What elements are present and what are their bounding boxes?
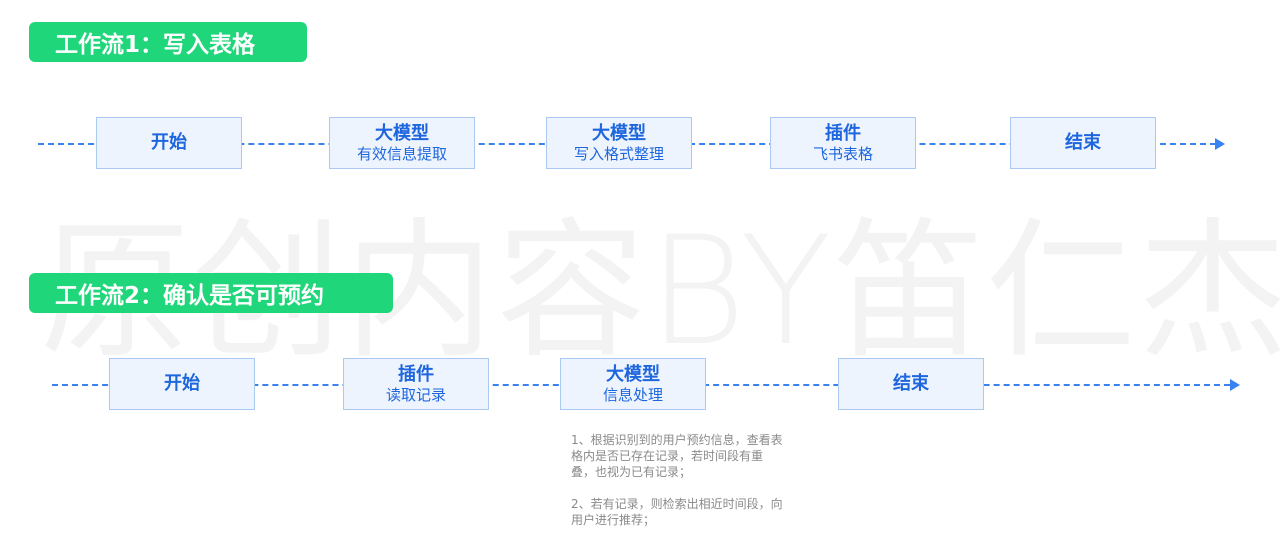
- workflow-2-title: 工作流2：确认是否可预约: [29, 273, 393, 313]
- node-label: 结束: [893, 373, 929, 394]
- node-sublabel: 有效信息提取: [356, 144, 447, 163]
- note-item: 1、根据识别到的用户预约信息，查看表格内是否已存在记录，若时间段有重叠，也视为已…: [571, 433, 783, 479]
- workflow-1-node-start[interactable]: 开始: [96, 117, 242, 169]
- node-label: 结束: [1065, 132, 1101, 153]
- workflow-1-node-plugin-sheet[interactable]: 插件 飞书表格: [770, 117, 916, 169]
- node-sublabel: 信息处理: [602, 385, 663, 404]
- node-label: 大模型: [592, 122, 646, 144]
- node-label: 开始: [164, 373, 200, 394]
- node-sublabel: 写入格式整理: [573, 144, 664, 163]
- node-label: 插件: [398, 363, 434, 385]
- node-sublabel: 飞书表格: [812, 144, 873, 163]
- workflow-1-node-llm-extract[interactable]: 大模型 有效信息提取: [329, 117, 475, 169]
- node-label: 大模型: [606, 363, 660, 385]
- workflow-2-notes: 1、根据识别到的用户预约信息，查看表格内是否已存在记录，若时间段有重叠，也视为已…: [571, 432, 786, 544]
- workflow-1-arrow-icon: [1215, 138, 1225, 150]
- note-item: 2、若有记录，则检索出相近时间段，向用户进行推荐；: [571, 497, 783, 527]
- node-label: 插件: [825, 122, 861, 144]
- workflow-1-title: 工作流1：写入表格: [29, 22, 307, 62]
- workflow-2-node-llm-process[interactable]: 大模型 信息处理: [560, 358, 706, 410]
- workflow-1-node-end[interactable]: 结束: [1010, 117, 1156, 169]
- workflow-2-node-plugin-read[interactable]: 插件 读取记录: [343, 358, 489, 410]
- node-label: 大模型: [375, 122, 429, 144]
- workflow-1-node-llm-format[interactable]: 大模型 写入格式整理: [546, 117, 692, 169]
- workflow-2-node-end[interactable]: 结束: [838, 358, 984, 410]
- workflow-2-arrow-icon: [1230, 379, 1240, 391]
- node-sublabel: 读取记录: [385, 385, 446, 404]
- workflow-2-node-start[interactable]: 开始: [109, 358, 255, 410]
- node-label: 开始: [151, 132, 187, 153]
